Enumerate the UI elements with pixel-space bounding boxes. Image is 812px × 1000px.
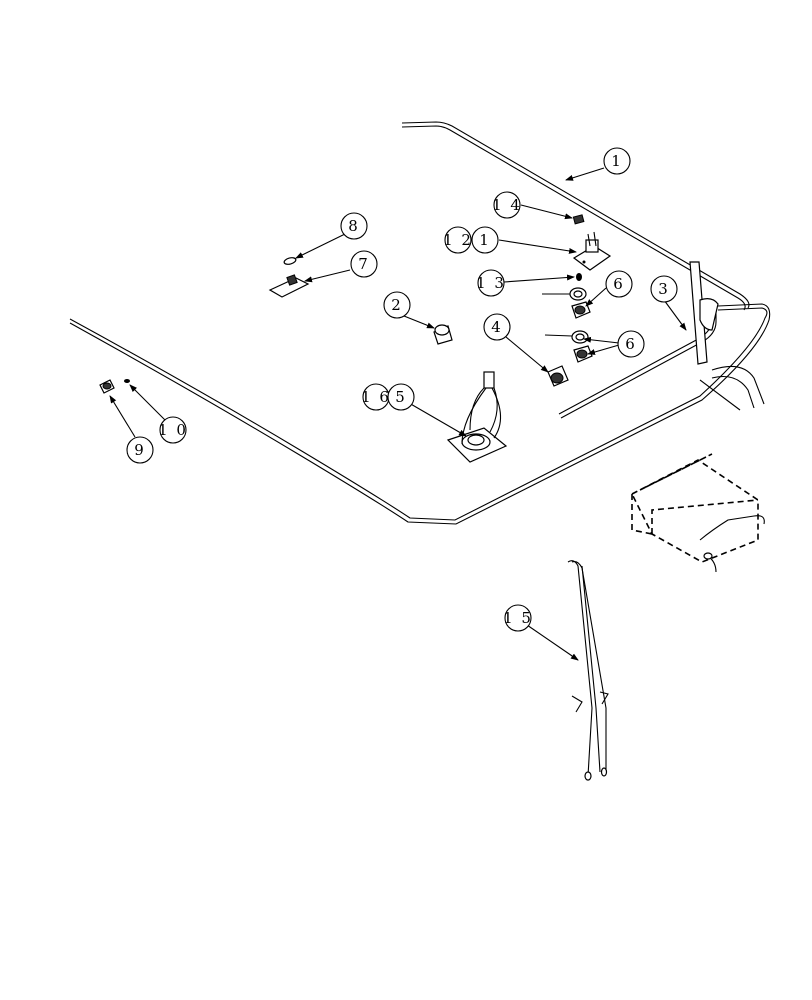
callout-16: 1 6 bbox=[361, 383, 391, 411]
side-harness bbox=[558, 305, 717, 419]
callout-10: 1 0 bbox=[158, 416, 188, 444]
callout-5-label: 5 bbox=[395, 388, 407, 406]
callout-9: 9 bbox=[126, 436, 154, 464]
mast-post bbox=[689, 261, 765, 411]
part-6-lower bbox=[544, 330, 593, 363]
callout-13: 1 3 bbox=[476, 269, 506, 297]
callout-14: 1 4 bbox=[492, 191, 522, 219]
callout-8-label: 8 bbox=[348, 217, 360, 235]
part-15-harness bbox=[567, 560, 609, 781]
callout-11: 1 bbox=[471, 226, 499, 254]
callout-5: 5 bbox=[387, 383, 415, 411]
callout-14-label: 1 4 bbox=[492, 196, 522, 214]
callout-6a-label: 6 bbox=[613, 275, 625, 293]
part-7-bracket bbox=[268, 274, 310, 298]
leader-lines bbox=[109, 167, 687, 661]
lower-harness-line bbox=[69, 303, 771, 525]
callout-12-label: 1 2 bbox=[443, 231, 473, 249]
part-8-fuse bbox=[283, 257, 297, 265]
part-10-screw bbox=[124, 379, 130, 383]
part-4-lamp bbox=[547, 365, 569, 387]
part-9-clamp bbox=[99, 379, 115, 394]
part-5-socket bbox=[446, 371, 508, 463]
callout-15-label: 1 5 bbox=[503, 609, 533, 627]
part-14-connector bbox=[572, 214, 585, 225]
callout-13-label: 1 3 bbox=[476, 274, 506, 292]
callout-16-label: 1 6 bbox=[361, 388, 391, 406]
callout-6b-label: 6 bbox=[625, 335, 637, 353]
part-12-switch bbox=[572, 231, 612, 271]
callout-6b: 6 bbox=[617, 330, 645, 358]
part-13-screw bbox=[576, 273, 582, 281]
callout-3: 3 bbox=[650, 275, 678, 303]
part-2-clip bbox=[433, 324, 453, 345]
callout-12: 1 2 bbox=[443, 226, 473, 254]
battery-box-outline bbox=[630, 453, 765, 573]
roof-harness-line bbox=[401, 121, 750, 311]
callout-10-label: 1 0 bbox=[158, 421, 188, 439]
callout-15: 1 5 bbox=[503, 604, 533, 632]
callout-1: 1 bbox=[603, 147, 631, 175]
callout-9-label: 9 bbox=[134, 441, 146, 459]
callout-8: 8 bbox=[340, 212, 368, 240]
callout-2: 2 bbox=[383, 291, 411, 319]
callout-3-label: 3 bbox=[658, 280, 670, 298]
part-6-upper bbox=[542, 287, 591, 319]
callout-11-label: 1 bbox=[479, 231, 491, 249]
callout-7: 7 bbox=[350, 250, 378, 278]
callout-4-label: 4 bbox=[491, 318, 503, 336]
callout-6a: 6 bbox=[605, 270, 633, 298]
callout-7-label: 7 bbox=[358, 255, 370, 273]
callout-2-label: 2 bbox=[391, 296, 403, 314]
callout-1-label: 1 bbox=[611, 152, 623, 170]
callout-4: 4 bbox=[483, 313, 511, 341]
